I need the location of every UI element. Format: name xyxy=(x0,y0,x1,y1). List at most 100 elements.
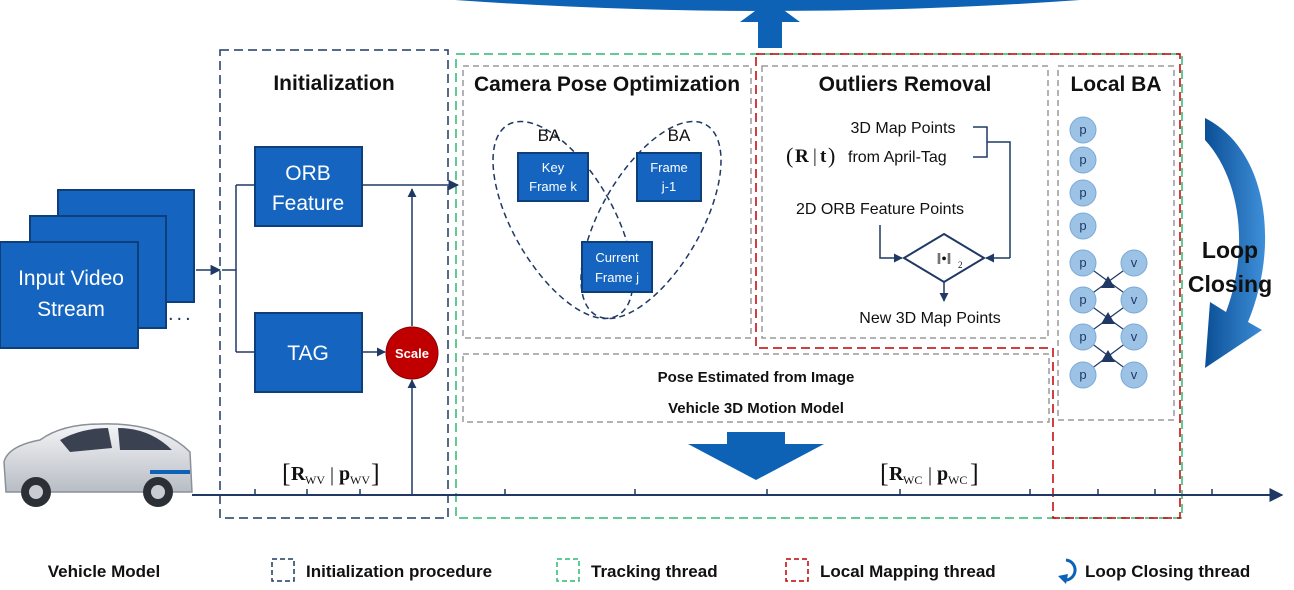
node-p-label: p xyxy=(1079,292,1086,307)
node-p-label: p xyxy=(1079,122,1086,137)
pose-wc-R-sub: WC xyxy=(903,473,922,487)
pose-wv-R: R xyxy=(291,463,306,485)
orb-label-line2: Feature xyxy=(272,192,344,215)
node-p-label: p xyxy=(1079,329,1086,344)
node-p-label: p xyxy=(1079,152,1086,167)
scale-label: Scale xyxy=(395,346,429,361)
local-ba-graph xyxy=(1082,262,1135,376)
node-p-label: p xyxy=(1079,255,1086,270)
node-p-label: p xyxy=(1079,367,1086,382)
current-frame-line2: Frame j xyxy=(595,270,639,285)
legend-init-swatch xyxy=(271,558,295,582)
loop-label-line2: Closing xyxy=(1188,271,1272,297)
node-v-label: v xyxy=(1131,292,1138,307)
legend-init-label: Initialization procedure xyxy=(306,562,492,581)
up-arrow-shaft xyxy=(758,22,782,48)
orb-feature-box xyxy=(254,146,363,227)
svg-text:[: [ xyxy=(880,459,889,488)
local-ba-nodes xyxy=(1069,116,1148,389)
pose-wv-label: [ R WV | p WV ] xyxy=(282,459,380,488)
new-points-label: New 3D Map Points xyxy=(859,310,1000,327)
loop-closing-arrow xyxy=(1205,118,1266,368)
rt-label: ( R | t ) xyxy=(786,143,835,168)
pose-wc-R: R xyxy=(889,463,904,485)
orb-to-norm-arrow xyxy=(879,225,903,263)
outliers-panel xyxy=(761,65,1049,339)
outliers-title: Outliers Removal xyxy=(819,73,992,96)
pose-estimate-panel xyxy=(462,353,1050,423)
ba-right-label: BA xyxy=(668,126,691,145)
norm-symbol: ‖•‖ xyxy=(937,251,952,268)
initialization-group xyxy=(219,49,449,519)
legend-loop-icon-head xyxy=(1058,574,1068,584)
node-v-label: v xyxy=(1131,329,1138,344)
legend-mapping-swatch xyxy=(785,558,809,582)
legend-mapping-label: Local Mapping thread xyxy=(820,562,996,581)
bracket-line xyxy=(973,126,1011,258)
svg-text:|: | xyxy=(928,464,932,486)
ba-ellipse-right xyxy=(580,120,722,320)
tag-box xyxy=(254,312,363,393)
svg-text:|: | xyxy=(813,146,817,167)
svg-text:[: [ xyxy=(282,459,291,488)
node-v-label: v xyxy=(1131,367,1138,382)
pose-estimate-line2: Vehicle 3D Motion Model xyxy=(668,400,844,417)
orb-label-line1: ORB xyxy=(285,162,331,185)
tracking-group xyxy=(455,53,1183,519)
legend-loop-label: Loop Closing thread xyxy=(1085,562,1250,581)
vehicle-car-icon xyxy=(3,423,193,507)
scale-node xyxy=(385,326,439,380)
legend-tracking-label: Tracking thread xyxy=(591,562,718,581)
camera-pose-panel xyxy=(462,65,752,339)
rt-t: t xyxy=(820,146,827,167)
node-v-label: v xyxy=(1131,255,1138,270)
input-ellipsis: ... xyxy=(168,303,194,325)
keyframe-box xyxy=(517,152,589,202)
loop-label-line1: Loop xyxy=(1202,237,1258,263)
input-label-line2: Stream xyxy=(37,298,105,321)
ba-ellipse-left xyxy=(492,120,634,320)
current-frame-line1: Current xyxy=(595,250,639,265)
svg-text:]: ] xyxy=(970,459,979,488)
input-branch-lines xyxy=(222,184,254,353)
pose-wv-R-sub: WV xyxy=(305,473,325,487)
ba-left-label: BA xyxy=(538,126,561,145)
legend-loop-icon xyxy=(1063,558,1077,582)
svg-text:]: ] xyxy=(371,459,380,488)
up-arrow-head xyxy=(740,0,800,22)
initialization-title: Initialization xyxy=(273,72,394,95)
node-p-label: p xyxy=(1079,185,1086,200)
node-p-label: p xyxy=(1079,218,1086,233)
norm-sub: 2 xyxy=(958,260,963,270)
pose-wv-p: p xyxy=(339,463,350,485)
pose-wc-label: [ R WC | p WC ] xyxy=(880,459,979,488)
pose-wv-p-sub: WV xyxy=(350,473,370,487)
pose-estimate-line1: Pose Estimated from Image xyxy=(658,369,855,386)
current-frame-box xyxy=(581,241,653,293)
timeline-ticks xyxy=(254,489,1213,495)
legend-vehicle-model: Vehicle Model xyxy=(48,562,160,581)
from-april-label: from April-Tag xyxy=(848,149,947,166)
local-mapping-group xyxy=(755,53,1181,519)
legend-tracking-swatch xyxy=(556,558,580,582)
keyframe-line1: Key xyxy=(542,160,565,175)
rt-R: R xyxy=(795,146,809,167)
svg-text:): ) xyxy=(828,143,835,168)
input-label-line1: Input Video xyxy=(18,267,124,290)
map-points-label: 3D Map Points xyxy=(851,120,956,137)
local-ba-title: Local BA xyxy=(1070,73,1161,96)
svg-text:(: ( xyxy=(786,143,793,168)
orb-points-label: 2D ORB Feature Points xyxy=(796,201,964,218)
frame-j1-line2: j-1 xyxy=(661,179,676,194)
frame-j1-box xyxy=(636,152,702,202)
frame-j1-line1: Frame xyxy=(650,160,688,175)
pose-wc-p-sub: WC xyxy=(948,473,967,487)
local-ba-panel xyxy=(1057,65,1175,421)
camera-pose-title: Camera Pose Optimization xyxy=(474,73,740,96)
svg-text:|: | xyxy=(330,464,334,486)
keyframe-line2: Frame k xyxy=(529,179,577,194)
pose-wc-p: p xyxy=(937,463,948,485)
down-arrow-head xyxy=(688,444,824,480)
tag-label: TAG xyxy=(287,342,329,365)
